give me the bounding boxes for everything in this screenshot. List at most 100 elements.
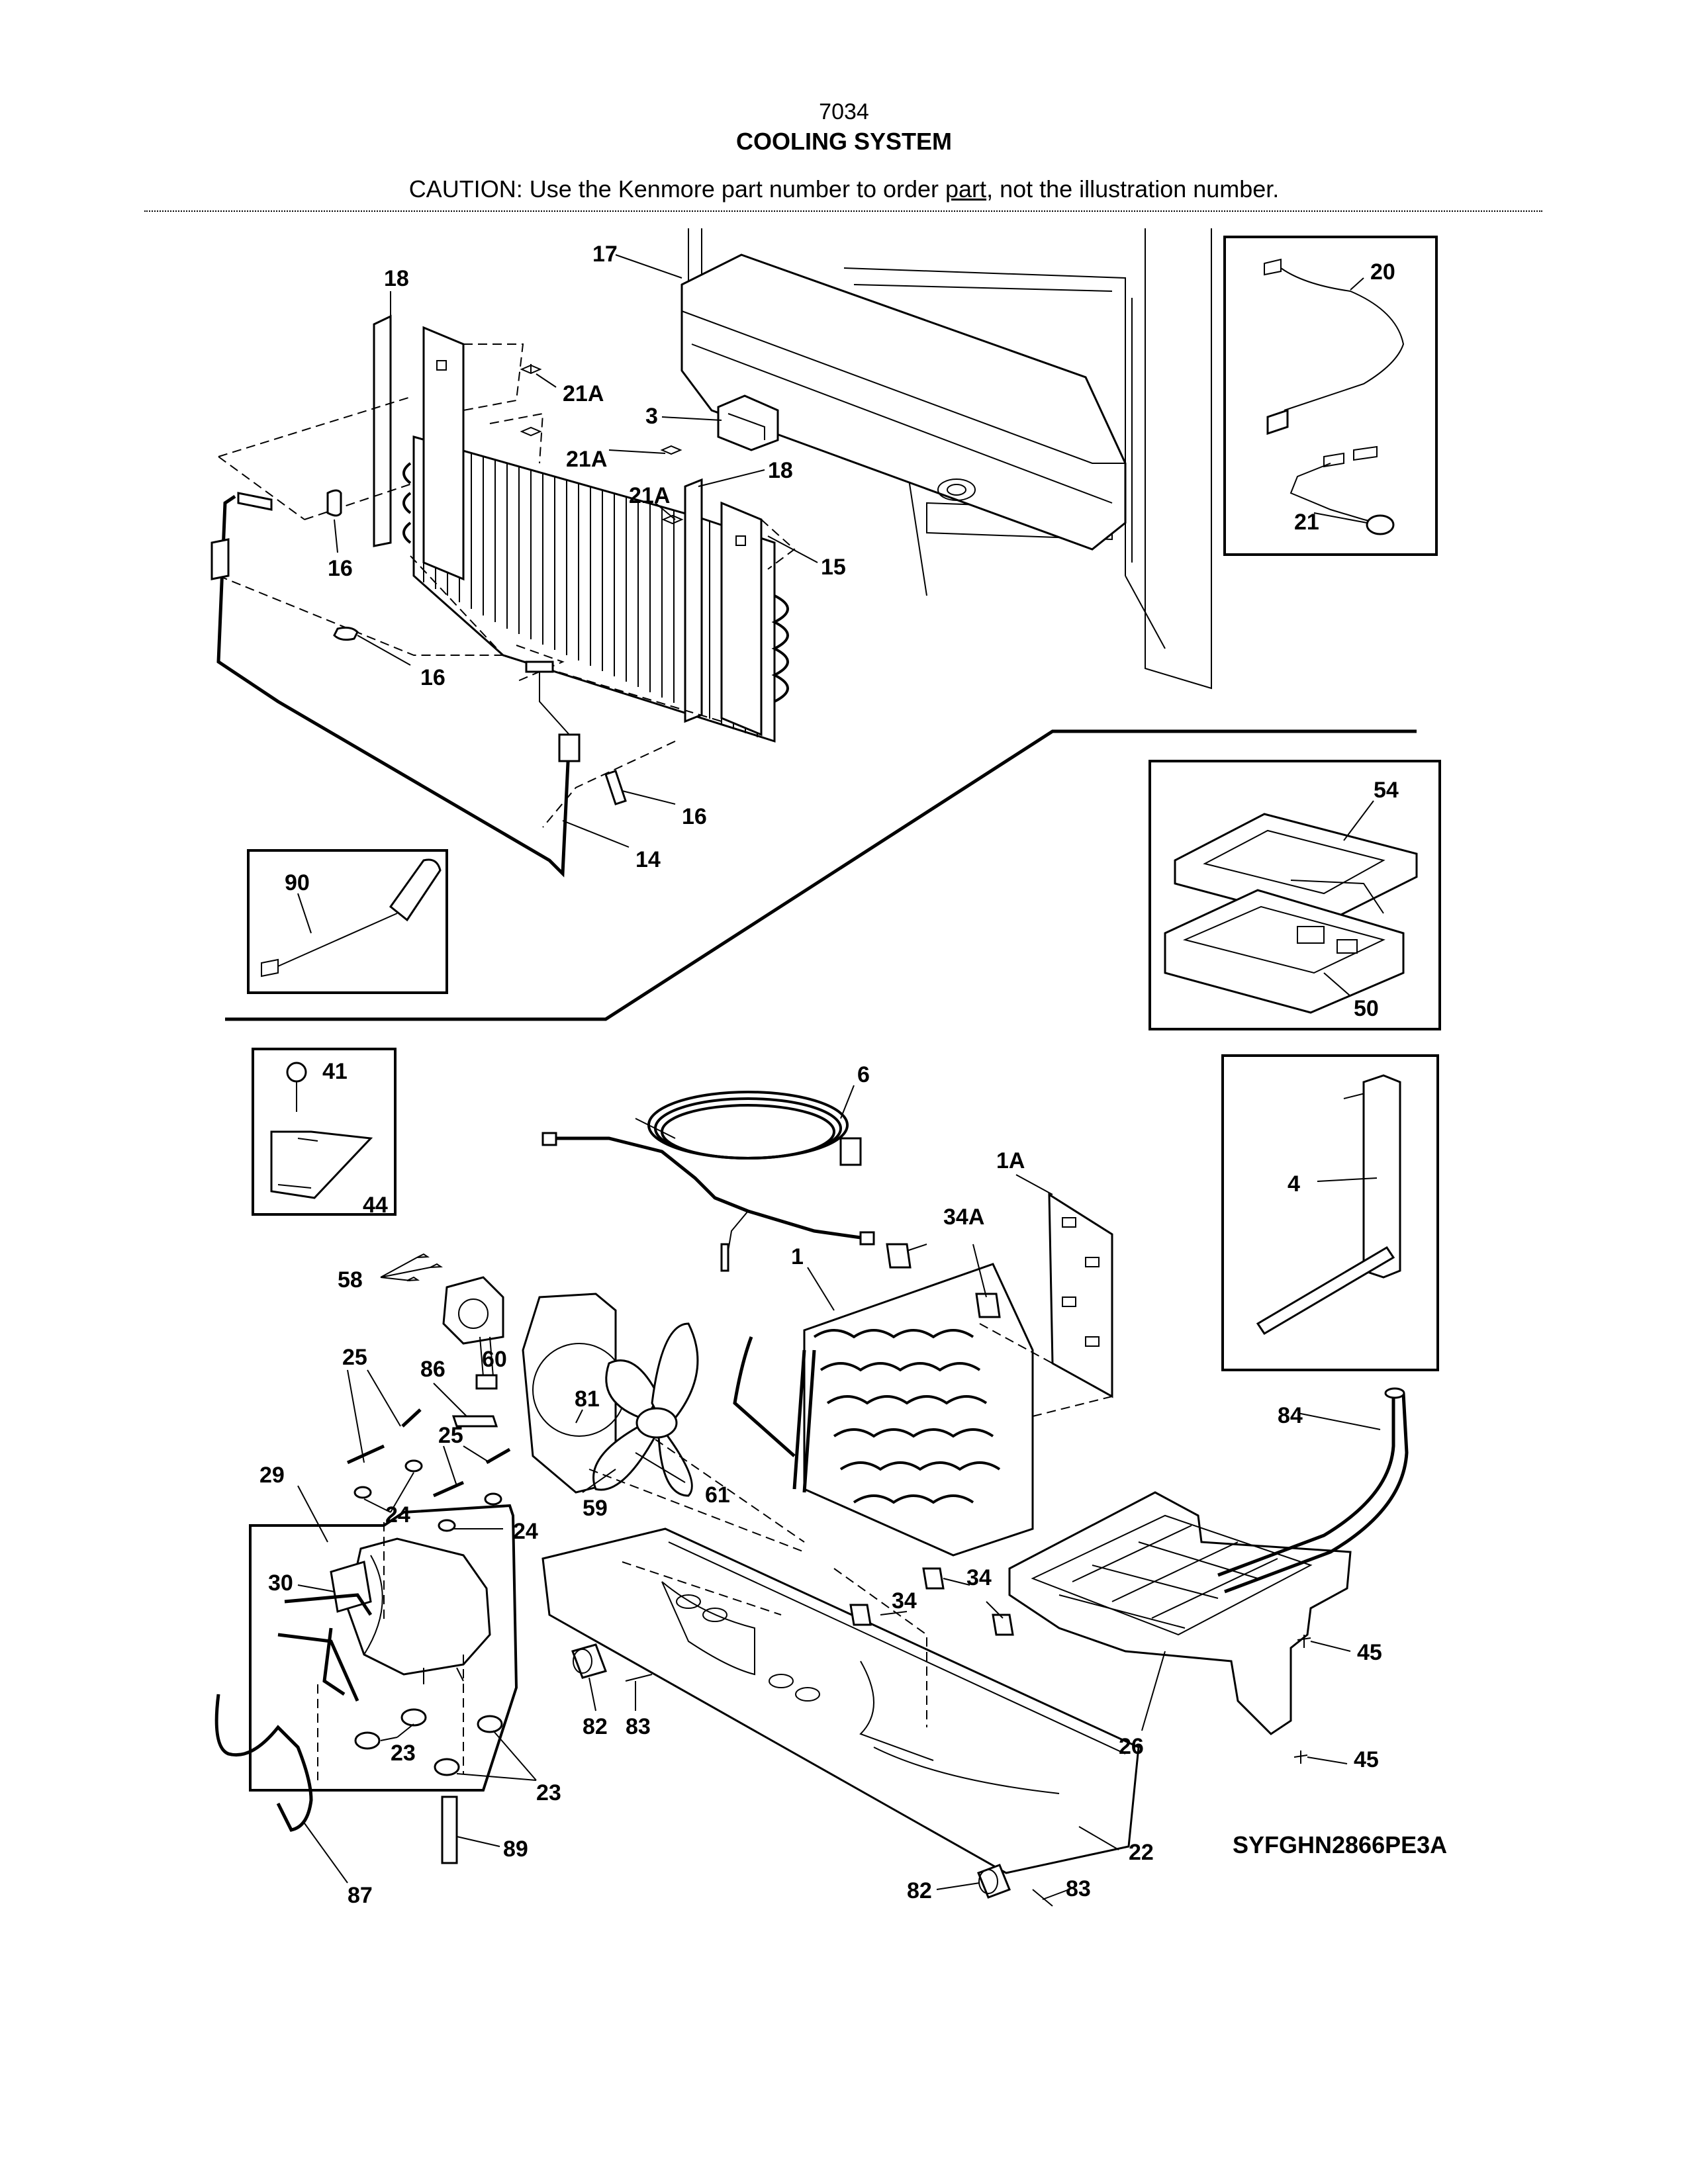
screws-45 (1293, 1635, 1311, 1764)
clips-34 (849, 1567, 1014, 1636)
model-number: SYFGHN2866PE3A (1233, 1831, 1447, 1858)
grommets-and-clips-24-25 (346, 1408, 511, 1532)
callout-45-top: 45 (1357, 1640, 1382, 1665)
screws-21a (520, 364, 684, 525)
callout-17: 17 (592, 242, 618, 267)
callout-6: 6 (857, 1062, 870, 1087)
leader-lines (297, 254, 1381, 1900)
callout-1a: 1A (996, 1148, 1025, 1173)
callout-20: 20 (1370, 259, 1395, 285)
caution-link: part (945, 175, 987, 203)
callout-23-right: 23 (536, 1780, 561, 1805)
callout-29: 29 (259, 1463, 285, 1488)
callout-58: 58 (338, 1267, 363, 1293)
callout-30: 30 (268, 1570, 293, 1596)
fan-blade-59 (592, 1322, 699, 1497)
callout-82-top: 82 (583, 1714, 608, 1739)
callout-1: 1 (791, 1244, 804, 1269)
callout-54: 54 (1374, 778, 1399, 803)
callout-14: 14 (635, 847, 661, 872)
callout-21a-1: 21A (563, 381, 604, 406)
callout-86: 86 (420, 1357, 445, 1382)
tube-89 (441, 1796, 458, 1864)
compressor-inset-29 (249, 1504, 518, 1792)
evaporator-dash-guides (218, 343, 796, 828)
callout-83-bottom: 83 (1066, 1876, 1091, 1901)
callout-41: 41 (322, 1059, 348, 1084)
tube-87 (214, 1694, 313, 1832)
callout-26: 26 (1119, 1734, 1144, 1759)
callout-21: 21 (1294, 510, 1319, 535)
screw-83-top (625, 1674, 653, 1682)
drain-pan-26 (1008, 1491, 1352, 1735)
foot-82-top (571, 1643, 607, 1679)
callout-90: 90 (285, 870, 310, 895)
clip-86 (451, 1415, 498, 1428)
evaporator-cover-17 (680, 253, 1127, 551)
diagram-title: COOLING SYSTEM (735, 128, 953, 155)
callout-25-mid: 25 (438, 1423, 463, 1448)
callout-44: 44 (363, 1193, 388, 1218)
callout-34-right: 34 (966, 1565, 992, 1590)
base-pan-22 (541, 1527, 1140, 1874)
callout-16-b: 16 (420, 665, 445, 690)
spacers-16 (326, 489, 627, 805)
callout-18-left: 18 (384, 266, 409, 291)
caution-note: CAUTION: Use the Kenmore part number to … (0, 175, 1688, 203)
callout-82-bottom: 82 (907, 1878, 932, 1903)
callout-labels: 18 17 20 21A 3 21A 18 21A 16 15 21 16 16… (259, 242, 1447, 1908)
bracket-3 (717, 394, 779, 451)
grommet-23-bottom (434, 1758, 460, 1776)
page-number: 7034 (819, 99, 869, 124)
callout-59: 59 (583, 1496, 608, 1521)
screw-83-bottom (1032, 1889, 1053, 1907)
caution-prefix: CAUTION: Use the Kenmore part number to … (408, 175, 946, 203)
callout-4: 4 (1288, 1171, 1300, 1197)
callout-3: 3 (645, 404, 658, 429)
callout-45-bottom: 45 (1354, 1747, 1379, 1772)
drain-hose-84 (1217, 1387, 1409, 1594)
callout-89: 89 (503, 1837, 528, 1862)
callout-18-right: 18 (768, 458, 793, 483)
callout-50: 50 (1354, 996, 1379, 1021)
inset-box-sensor-harness (1223, 236, 1438, 556)
callout-24-left: 24 (385, 1502, 410, 1527)
foot-82-bottom (977, 1864, 1011, 1899)
callout-60: 60 (482, 1347, 507, 1372)
callout-16-a: 16 (328, 556, 353, 581)
callout-83-top: 83 (626, 1714, 651, 1739)
callout-16-c: 16 (682, 804, 707, 829)
condenser-baffle-1a (1048, 1193, 1113, 1398)
dash-guides-lower (588, 1323, 1113, 1553)
callout-25-top: 25 (342, 1345, 367, 1370)
freezer-cabinet-outline (688, 228, 1212, 690)
harness-14 (211, 492, 581, 878)
callout-61: 61 (705, 1482, 730, 1508)
callout-87: 87 (348, 1883, 373, 1908)
inset-box-drier-4 (1221, 1054, 1439, 1371)
callout-15: 15 (821, 555, 846, 580)
callout-34a: 34A (943, 1205, 984, 1230)
callout-21a-2: 21A (566, 447, 607, 472)
callout-22: 22 (1129, 1840, 1154, 1865)
header-rule (144, 210, 1542, 212)
callout-23-left: 23 (391, 1741, 416, 1766)
callout-81: 81 (575, 1387, 600, 1412)
heater-bar-18-left (373, 314, 392, 547)
callout-21a-3: 21A (629, 483, 670, 508)
fan-motor-60 (442, 1276, 504, 1390)
callout-24-right: 24 (513, 1519, 538, 1544)
callout-34-left: 34 (892, 1588, 917, 1614)
inset-box-control-board (1149, 760, 1441, 1030)
inset-box-bracket (252, 1048, 397, 1216)
inset-box-thermistor-90 (247, 849, 448, 994)
heater-bar-18-right (684, 478, 703, 723)
screws-58 (406, 1253, 444, 1281)
power-cord-coil-6 (541, 1091, 875, 1272)
caution-suffix: , not the illustration number. (986, 175, 1280, 203)
condenser-coil-1 (733, 1263, 1034, 1557)
section-divider (225, 729, 1417, 1021)
clips-34a (886, 1243, 1001, 1318)
